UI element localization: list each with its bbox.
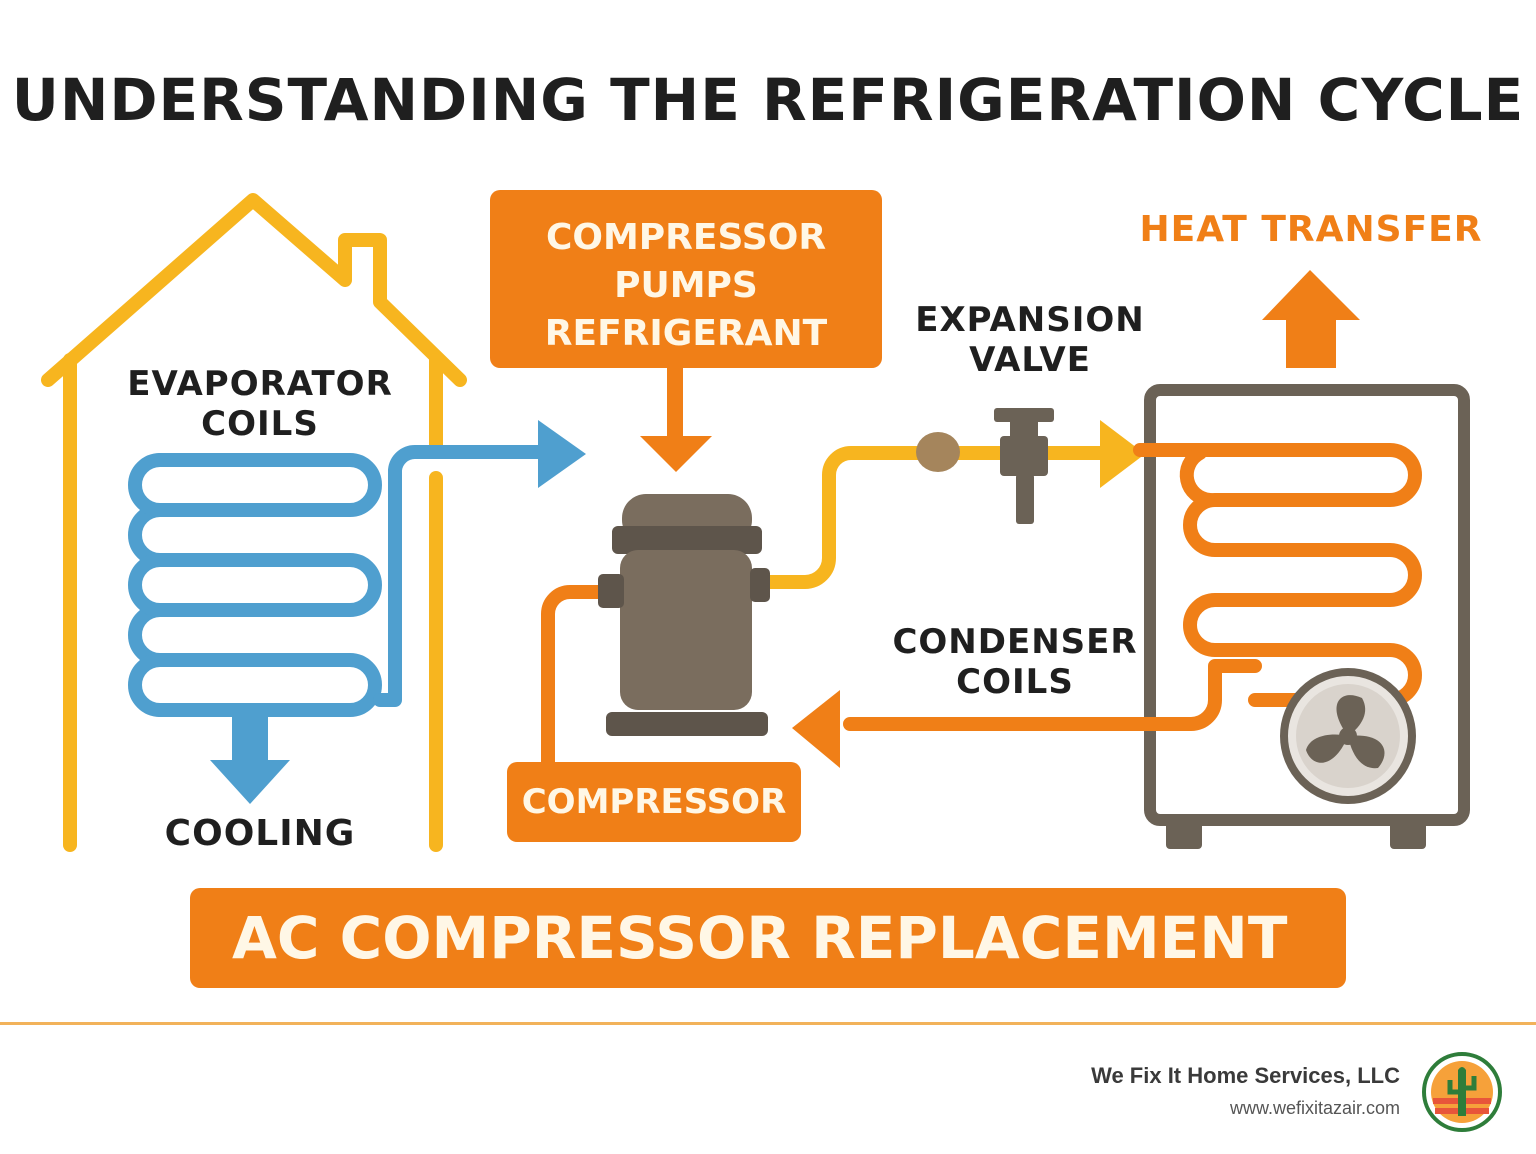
- expansion-label-line2: VALVE: [969, 340, 1091, 380]
- condenser-label-line1: CONDENSER: [892, 622, 1138, 662]
- compressor-box: COMPRESSOR: [507, 762, 801, 842]
- cooling-arrow-icon: [210, 712, 290, 804]
- compressor-icon: [598, 494, 770, 736]
- expansion-valve-icon: [916, 408, 1054, 524]
- banner: AC COMPRESSOR REPLACEMENT: [190, 888, 1346, 988]
- footer-divider: [0, 1022, 1536, 1025]
- down-arrow-icon: [640, 368, 712, 472]
- company-name: We Fix It Home Services, LLC: [1091, 1063, 1400, 1088]
- arrow-to-condenser-icon: [1100, 420, 1145, 488]
- fan-icon: [1280, 668, 1416, 804]
- arrow-to-compressor-return-icon: [792, 690, 840, 768]
- evaporator-coil: [128, 444, 547, 717]
- compressor-pumps-box: COMPRESSOR PUMPS REFRIGERANT: [490, 190, 882, 368]
- condenser-unit-icon: [1144, 384, 1470, 826]
- compressor-pumps-line3: REFRIGERANT: [544, 313, 828, 354]
- condenser-coil: [843, 443, 1422, 731]
- heat-transfer-label: HEAT TRANSFER: [1139, 209, 1483, 250]
- cooling-label: COOLING: [164, 813, 356, 854]
- evaporator-coils-label: EVAPORATOR COILS: [110, 364, 410, 444]
- compressor-pumps-line2: PUMPS: [614, 265, 758, 306]
- house-icon: [41, 193, 467, 852]
- heat-arrow-icon: [1262, 270, 1360, 368]
- condenser-label-line2: COILS: [956, 662, 1074, 702]
- condenser-coils-label: CONDENSER COILS: [880, 622, 1150, 702]
- compressor-pumps-line1: COMPRESSOR: [545, 217, 827, 258]
- evaporator-label-line2: COILS: [201, 404, 319, 444]
- arrow-to-compressor-icon: [538, 420, 586, 488]
- expansion-valve-label: EXPANSION VALVE: [880, 300, 1180, 380]
- evaporator-label-line1: EVAPORATOR: [127, 364, 393, 404]
- logo-icon: [1422, 1052, 1502, 1132]
- expansion-label-line1: EXPANSION: [915, 300, 1145, 340]
- page-title: UNDERSTANDING THE REFRIGERATION CYCLE: [11, 66, 1525, 134]
- website-link[interactable]: www.wefixitazair.com: [1229, 1098, 1400, 1118]
